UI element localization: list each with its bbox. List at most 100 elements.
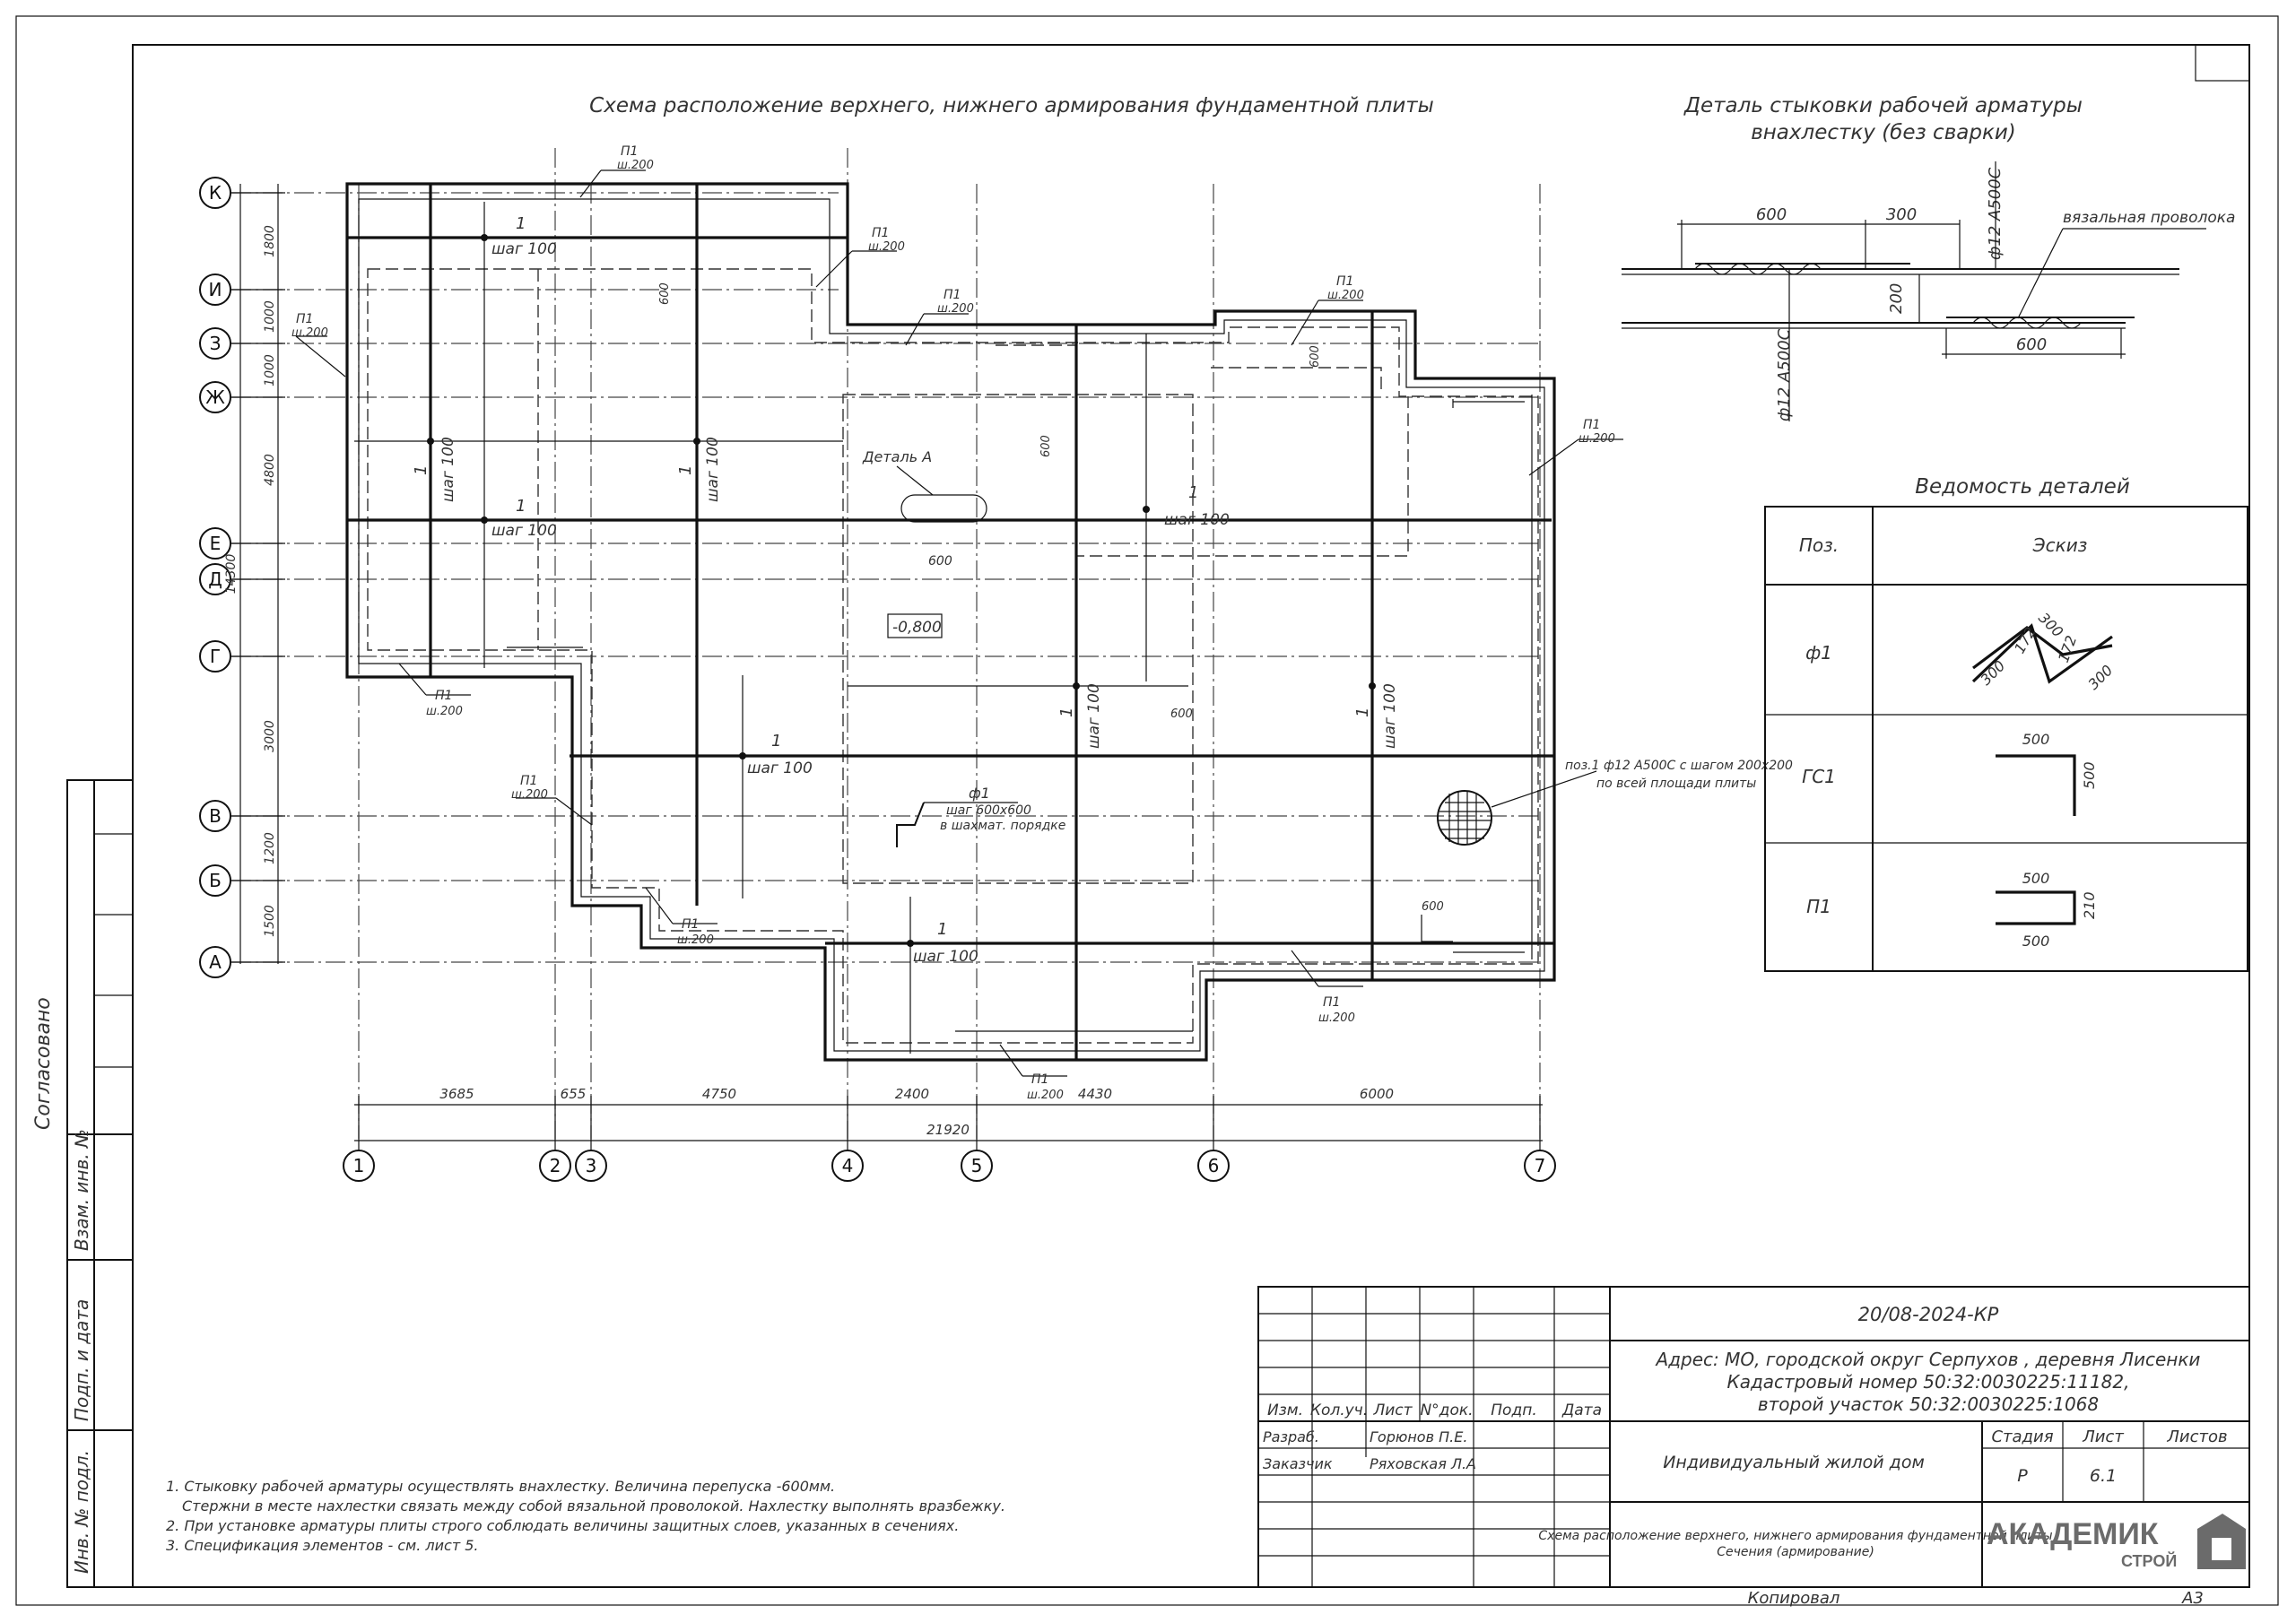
axis-label: 3 xyxy=(586,1155,597,1176)
notes: 1. Стыковку рабочей арматуры осуществлят… xyxy=(166,1478,1005,1554)
svg-text:Адрес: МО, городской округ Сер: Адрес: МО, городской округ Серпухов , де… xyxy=(1655,1349,2201,1370)
svg-text:П1: П1 xyxy=(1336,274,1353,289)
axis-label: Г xyxy=(210,646,221,667)
svg-text:Р: Р xyxy=(2017,1466,2028,1486)
svg-text:210: 210 xyxy=(2081,891,2098,919)
svg-text:600: 600 xyxy=(1170,707,1193,721)
svg-text:ш.200: ш.200 xyxy=(868,240,905,254)
svg-text:П1: П1 xyxy=(944,288,961,302)
svg-text:внахлестку (без сварки): внахлестку (без сварки) xyxy=(1751,121,2016,144)
svg-text:ш.200: ш.200 xyxy=(937,302,974,316)
svg-text:вязальная проволока: вязальная проволока xyxy=(2063,209,2235,227)
svg-text:Дата: Дата xyxy=(1561,1402,1602,1419)
axis-bubble-4 xyxy=(831,1150,864,1182)
svg-text:500: 500 xyxy=(2022,731,2050,748)
axis-label: 2 xyxy=(550,1155,561,1176)
svg-text:П1: П1 xyxy=(621,144,638,159)
svg-text:П1: П1 xyxy=(872,226,889,240)
svg-text:Поз.: Поз. xyxy=(1799,534,1839,556)
total-dim: 21920 xyxy=(926,1122,970,1138)
axis-label: Ж xyxy=(205,386,225,408)
svg-text:1: 1 xyxy=(676,465,695,475)
svg-text:600: 600 xyxy=(1422,900,1444,914)
slab-inner-lower xyxy=(367,268,1539,1044)
axis-bubble-И xyxy=(199,273,231,306)
svg-text:Горюнов П.Е.: Горюнов П.Е. xyxy=(1370,1428,1467,1445)
svg-text:П1: П1 xyxy=(1806,896,1831,917)
slab-outline xyxy=(345,182,1556,1062)
axis-label: А xyxy=(209,951,222,973)
svg-text:500: 500 xyxy=(2081,761,2098,789)
svg-text:шаг 100: шаг 100 xyxy=(913,948,978,966)
svg-text:ф12 А500С: ф12 А500С xyxy=(1775,328,1794,421)
svg-text:Стержни в месте нахлестки связ: Стержни в месте нахлестки связать между … xyxy=(182,1497,1005,1515)
svg-text:1: 1 xyxy=(516,497,526,516)
svg-text:1: 1 xyxy=(1057,707,1076,717)
axis-label: Д xyxy=(208,568,222,590)
axis-bubble-7 xyxy=(1524,1150,1556,1182)
axis-label: 6 xyxy=(1208,1155,1220,1176)
svg-text:в шахмат. порядке: в шахмат. порядке xyxy=(940,819,1065,833)
svg-text:ш.200: ш.200 xyxy=(617,159,654,172)
svg-text:1. Стыковку рабочей арматуры о: 1. Стыковку рабочей арматуры осуществлят… xyxy=(166,1478,835,1495)
axis-label: 7 xyxy=(1535,1155,1546,1176)
title-block: Изм. Кол.уч. Лист N°док. Подп. Дата Разр… xyxy=(1257,1286,2250,1608)
axis-bubble-6 xyxy=(1197,1150,1230,1182)
slab-inner-upper xyxy=(358,198,1545,1052)
left-dim-value: 1000 xyxy=(263,300,277,333)
svg-text:600: 600 xyxy=(1756,205,1787,224)
axis-label: 4 xyxy=(842,1155,854,1176)
svg-text:Разраб.: Разраб. xyxy=(1263,1428,1319,1445)
svg-text:N°док.: N°док. xyxy=(1420,1402,1473,1419)
axis-bubble-Д xyxy=(199,563,231,595)
node-dots xyxy=(427,234,1376,947)
svg-text:ш.200: ш.200 xyxy=(1578,432,1615,446)
svg-text:ГС1: ГС1 xyxy=(1802,766,1836,787)
axis-label: Б xyxy=(209,870,222,891)
svg-text:П1: П1 xyxy=(1323,995,1340,1010)
left-dim-value: 1800 xyxy=(263,225,277,257)
axis-bubble-Г xyxy=(199,640,231,673)
svg-text:Стадия: Стадия xyxy=(1991,1428,2053,1446)
svg-text:ф1: ф1 xyxy=(1805,642,1832,664)
rebars xyxy=(347,184,1554,1060)
svg-text:300: 300 xyxy=(1886,205,1917,224)
svg-text:Сечения (армирование): Сечения (армирование) xyxy=(1717,1545,1874,1559)
axis-bubble-В xyxy=(199,800,231,832)
svg-text:-0,800: -0,800 xyxy=(892,619,942,637)
svg-text:шаг 100: шаг 100 xyxy=(704,437,722,502)
bottom-dim-value: 655 xyxy=(561,1086,587,1102)
axis-bubble-1 xyxy=(343,1150,375,1182)
svg-text:1: 1 xyxy=(937,920,947,939)
svg-text:Подп.: Подп. xyxy=(1491,1402,1536,1419)
svg-text:второй участок 50:32:0030225:1: второй участок 50:32:0030225:1068 xyxy=(1758,1393,2099,1415)
svg-text:Ряховская Л.А: Ряховская Л.А xyxy=(1370,1455,1476,1472)
axis-bubble-Б xyxy=(199,864,231,897)
agreed-label: Согласовано xyxy=(32,997,55,1130)
svg-text:2. При установке арматуры плит: 2. При установке арматуры плиты строго с… xyxy=(166,1517,959,1534)
svg-text:Эскиз: Эскиз xyxy=(2032,534,2088,556)
axis-bubble-Ж xyxy=(199,381,231,413)
bottom-dim-value: 4750 xyxy=(702,1086,736,1102)
svg-text:600: 600 xyxy=(1039,435,1053,457)
axis-bubble-Е xyxy=(199,527,231,560)
svg-text:шаг 100: шаг 100 xyxy=(747,759,813,777)
axis-bubble-3 xyxy=(575,1150,607,1182)
mesh-note-1: поз.1 ф12 А500С с шагом 200х200 xyxy=(1565,759,1793,773)
svg-text:П1: П1 xyxy=(1031,1072,1048,1087)
svg-text:П1: П1 xyxy=(435,689,452,703)
outer-frame xyxy=(15,15,2279,1606)
logo-icon xyxy=(2197,1514,2246,1569)
svg-text:172: 172 xyxy=(2055,633,2080,664)
svg-text:600: 600 xyxy=(2016,335,2047,354)
axis-bubble-2 xyxy=(539,1150,571,1182)
object-name: Индивидуальный жилой дом xyxy=(1663,1453,1925,1472)
axis-label: 5 xyxy=(971,1155,983,1176)
svg-text:6.1: 6.1 xyxy=(2090,1466,2117,1486)
svg-text:1: 1 xyxy=(771,732,781,751)
bottom-dim-value: 2400 xyxy=(895,1086,929,1102)
svg-text:П1: П1 xyxy=(520,774,537,788)
